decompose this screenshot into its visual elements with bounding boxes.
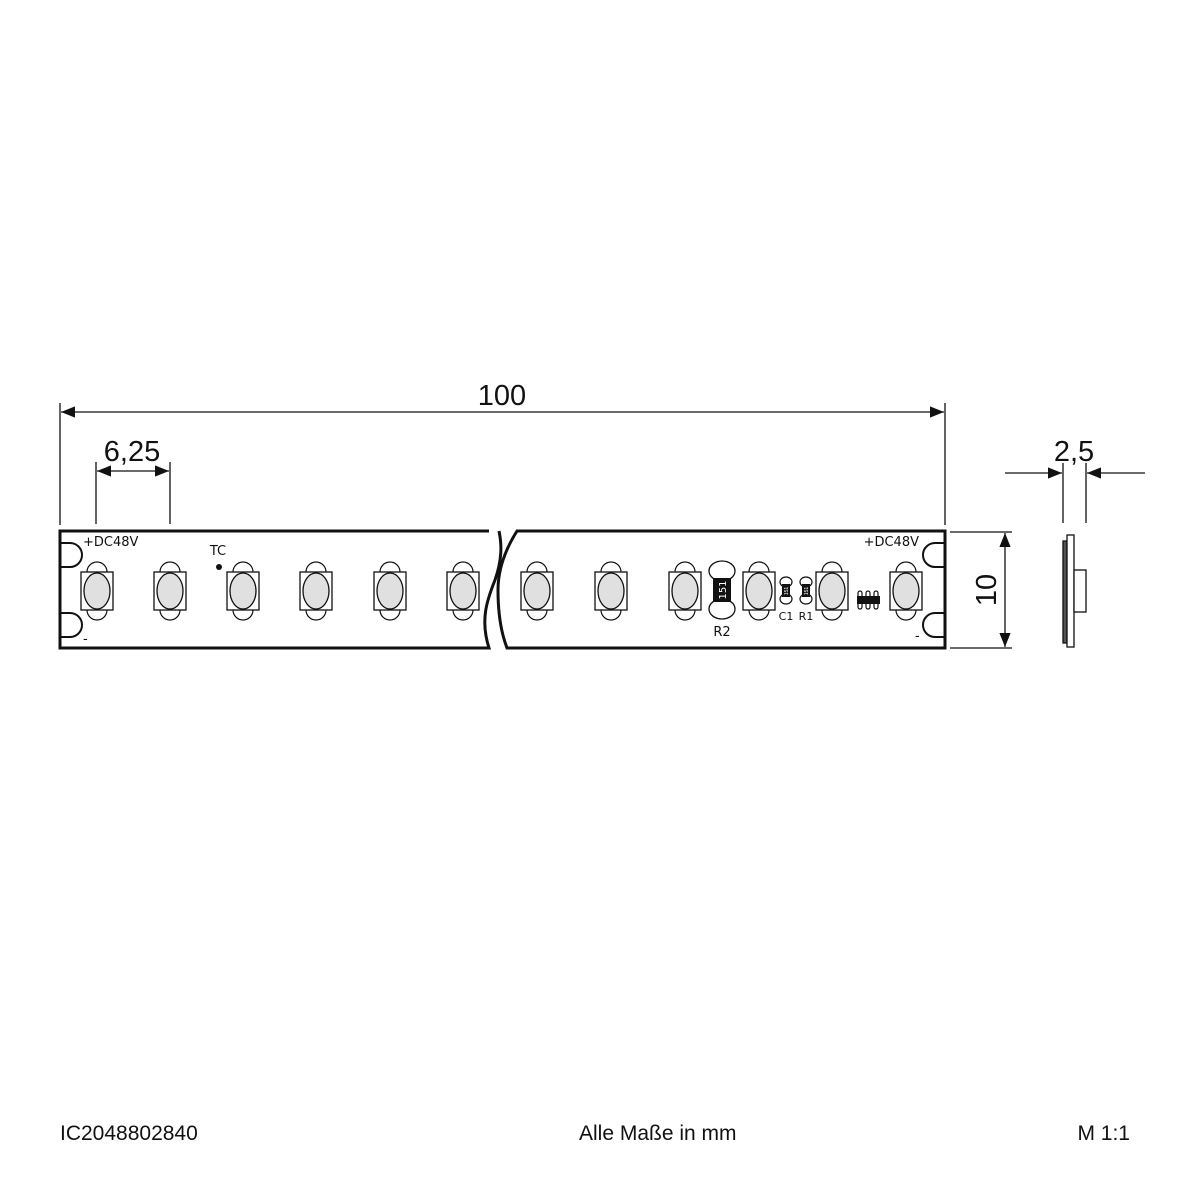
dimension-length-label: 100 — [478, 380, 526, 412]
dimension-pitch-label: 6,25 — [104, 436, 160, 468]
led — [742, 561, 776, 621]
r1-code: 151 — [804, 587, 810, 596]
led — [226, 561, 260, 621]
dimension-thickness — [1005, 463, 1145, 523]
label-positive-left: +DC48V — [83, 535, 139, 550]
dimension-thickness-label: 2,5 — [1054, 436, 1094, 468]
label-r1: R1 — [799, 610, 814, 623]
dimension-width — [950, 531, 1012, 649]
label-negative-right: - — [915, 629, 920, 644]
led — [299, 561, 333, 621]
led — [520, 561, 554, 621]
led — [80, 561, 114, 621]
label-negative-left: - — [83, 632, 88, 647]
dimension-pitch — [95, 462, 171, 524]
c1-code: 151 — [784, 587, 790, 596]
strip-body — [58, 529, 947, 650]
tc-point — [216, 564, 222, 570]
label-c1: C1 — [779, 610, 794, 623]
led — [373, 561, 407, 621]
r2-code: 151 — [718, 580, 729, 599]
units-note: Alle Maße in mm — [579, 1122, 737, 1145]
led-array — [80, 561, 923, 621]
dimension-length — [59, 403, 946, 525]
led — [815, 561, 849, 621]
led — [668, 561, 702, 621]
label-positive-right: +DC48V — [864, 535, 920, 550]
led — [889, 561, 923, 621]
led — [594, 561, 628, 621]
article-number: IC2048802840 — [60, 1122, 198, 1145]
capacitor-c1: 151 — [779, 576, 793, 605]
led — [446, 561, 480, 621]
dimension-width-label: 10 — [971, 574, 1003, 606]
side-view — [1062, 534, 1087, 648]
resistor-r2: 151 — [708, 560, 736, 620]
label-r2: R2 — [713, 625, 730, 640]
led — [153, 561, 187, 621]
ic-chip — [857, 590, 880, 610]
resistor-r1: 151 — [799, 576, 813, 605]
scale-label: M 1:1 — [1077, 1122, 1130, 1145]
label-tc: TC — [209, 544, 226, 559]
